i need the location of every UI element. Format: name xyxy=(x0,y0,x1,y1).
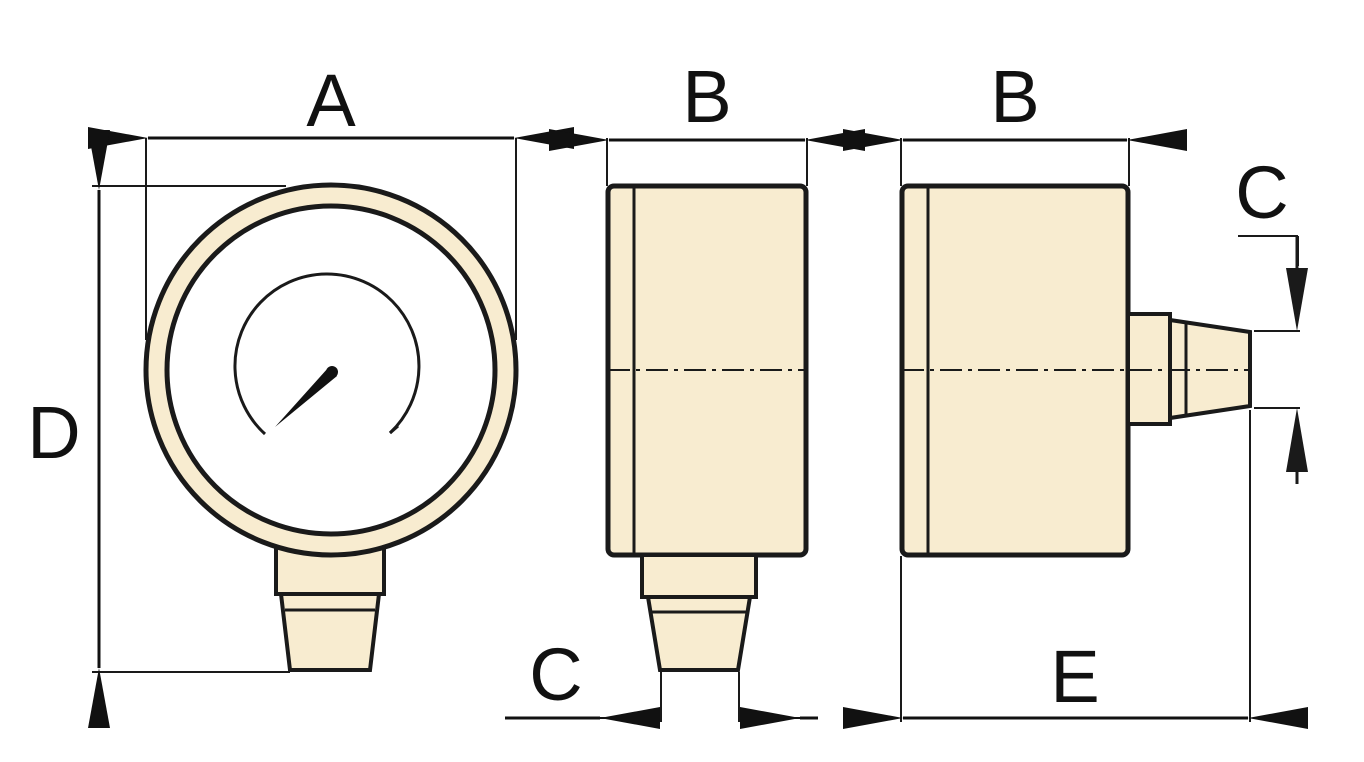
side-nozzle xyxy=(645,595,753,672)
side-stem xyxy=(640,553,758,599)
label-c-side: C xyxy=(1235,151,1288,234)
front-nozzle xyxy=(278,592,382,672)
label-b-side: B xyxy=(682,55,731,138)
label-d: D xyxy=(27,391,80,474)
side-view-back-connection: B C E xyxy=(843,55,1308,729)
label-c-bottom: C xyxy=(529,633,582,716)
label-b-back: B xyxy=(990,55,1039,138)
dimension-arrow-c-top xyxy=(1286,236,1308,331)
label-e: E xyxy=(1050,635,1099,718)
label-a: A xyxy=(306,59,356,142)
front-view: A D xyxy=(27,59,574,728)
dimension-arrow-c-bottom xyxy=(1286,408,1308,484)
dial-scale-arc xyxy=(233,272,421,436)
gauge-needle xyxy=(275,368,337,427)
side-view-bottom-connection: B C xyxy=(505,55,865,729)
